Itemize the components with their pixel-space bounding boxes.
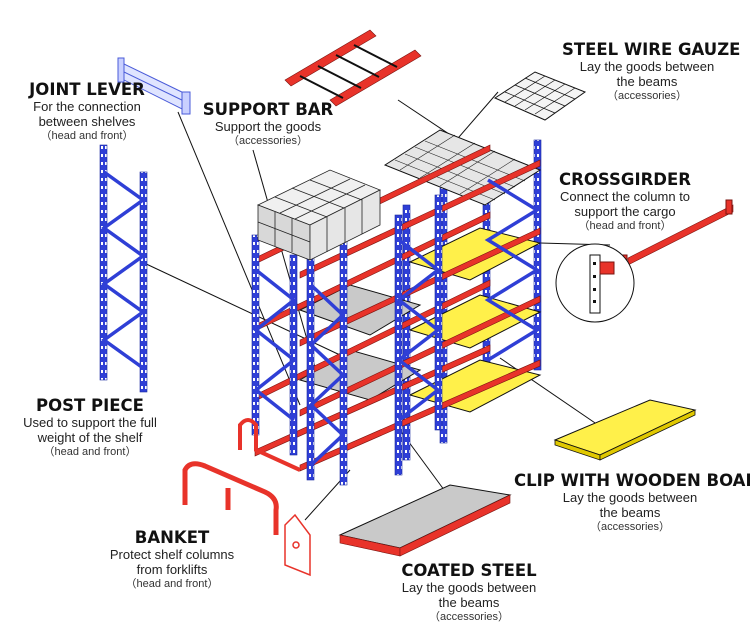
steel-wire-gauze-desc-2: the beams (616, 74, 678, 89)
banket-desc-1: Protect shelf columns (109, 547, 235, 562)
joint-lever-desc-2: between shelves (38, 114, 136, 129)
label-joint-lever: JOINT LEVER For the connection between s… (12, 80, 162, 144)
crossgirder-desc-2: support the cargo (574, 204, 676, 219)
post-piece-desc-1: Used to support the full (23, 415, 157, 430)
support-bar-desc-1: Support the goods (214, 119, 322, 134)
banket-title: BANKET (134, 528, 210, 547)
coated-steel-title: COATED STEEL (401, 561, 537, 580)
support-bar-title: SUPPORT BAR (202, 100, 334, 119)
banket-note: （head and front） (125, 578, 219, 590)
crossgirder-title: CROSSGIRDER (559, 170, 691, 189)
support-bar-note: （accessories） (227, 135, 309, 147)
label-crossgirder: CROSSGIRDER Connect the column to suppor… (546, 170, 704, 234)
crossgirder-part (555, 199, 734, 323)
joint-lever-title: JOINT LEVER (29, 80, 145, 99)
crossgirder-desc-1: Connect the column to (559, 189, 691, 204)
coated-steel-desc-2: the beams (438, 595, 500, 610)
banket-part (182, 461, 311, 577)
crossgirder-note: （head and front） (578, 220, 672, 232)
support-bar-part (284, 29, 422, 107)
coated-steel-note: （accessories） (428, 611, 510, 623)
clip-wooden-board-note: （accessories） (589, 521, 671, 533)
clip-wooden-board-title: CLIP WITH WOODEN BOARD (514, 471, 750, 490)
label-support-bar: SUPPORT BAR Support the goods （accessori… (198, 100, 338, 149)
label-post-piece: POST PIECE Used to support the full weig… (10, 396, 170, 460)
steel-wire-gauze-part (493, 71, 587, 121)
steel-wire-gauze-title: STEEL WIRE GAUZE (562, 40, 741, 59)
steel-wire-gauze-desc-1: Lay the goods between (579, 59, 715, 74)
clip-wooden-board-desc-2: the beams (599, 505, 661, 520)
post-piece-part (99, 144, 148, 393)
joint-lever-part (117, 57, 191, 115)
clip-wooden-board-part (553, 399, 697, 461)
post-piece-desc-2: weight of the shelf (37, 430, 143, 445)
coated-steel-desc-1: Lay the goods between (401, 580, 537, 595)
post-piece-note: （head and front） (43, 446, 137, 458)
joint-lever-desc-1: For the connection (33, 99, 141, 114)
label-banket: BANKET Protect shelf columns from forkli… (100, 528, 244, 592)
banket-desc-2: from forklifts (136, 562, 208, 577)
label-steel-wire-gauze: STEEL WIRE GAUZE Lay the goods between t… (562, 40, 741, 104)
label-clip-wooden-board: CLIP WITH WOODEN BOARD Lay the goods bet… (514, 471, 750, 535)
steel-wire-gauze-note: （accessories） (606, 90, 688, 102)
post-piece-title: POST PIECE (36, 396, 144, 415)
coated-steel-part (338, 484, 512, 557)
main-rack (238, 129, 542, 486)
joint-lever-note: （head and front） (40, 130, 134, 142)
clip-wooden-board-desc-1: Lay the goods between (562, 490, 698, 505)
label-coated-steel: COATED STEEL Lay the goods between the b… (388, 561, 550, 625)
